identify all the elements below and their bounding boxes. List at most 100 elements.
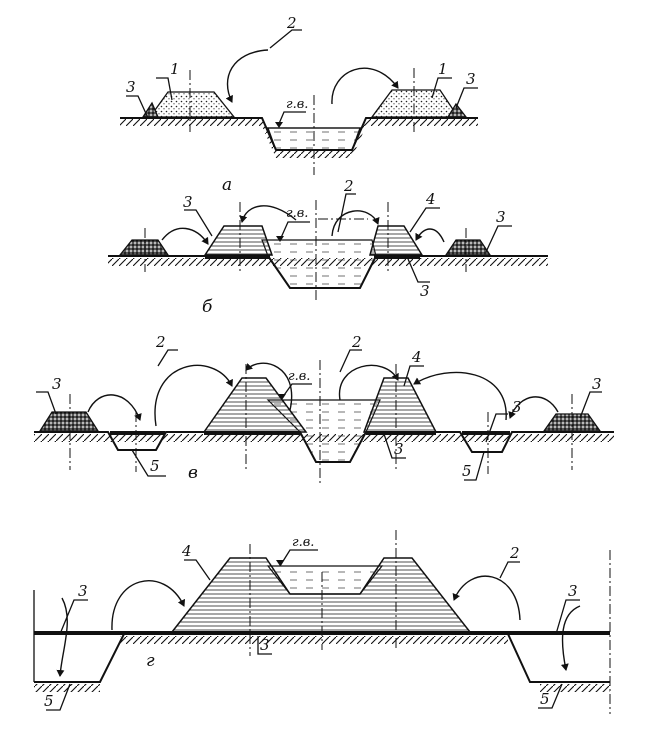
panel-g-leader-5-right [538,683,563,709]
panel-g-pit-right-hatch [540,684,610,692]
panel-v-label-4: 4 [411,348,422,366]
panel-g: г.в. 4 3 2 3 5 3 5 г [33,530,611,714]
panel-a-label-3-left: 3 [126,78,136,96]
panel-a-topsoil-left [141,101,159,118]
panel-g-arrow-1 [56,597,68,677]
panel-v-leader-2-right [339,349,362,373]
panel-v-label-3-bottom: 3 [394,440,404,458]
panel-v-label-2-right: 2 [351,333,362,351]
panel-b-caption: б [202,297,213,317]
panel-a-arrow-right [331,67,399,105]
panel-v-label-3-right: 3 [592,375,602,393]
panel-b-gv-triangle [276,236,284,242]
panel-a-leader-1-right [431,77,452,99]
panel-g-label-3-mid: 3 [260,636,270,654]
panel-v-arrow-1 [87,394,142,421]
panel-b-embankment-left [203,225,274,256]
panel-g-caption: г [146,651,155,671]
panel-b-leader-3-right [485,225,512,253]
panel-v-arrow-6 [508,396,559,419]
panel-g-leader-3-mid [257,636,272,655]
panel-g-arrow-3 [452,575,521,621]
panel-v-arrow-3 [245,362,293,411]
panel-g-label-2: 2 [509,544,520,562]
panel-v-gv-leader [281,383,312,399]
panel-v-leader-3-bottom [383,433,406,459]
panel-a-dump-right [370,89,460,118]
panel-v-embankment-right [362,377,438,433]
panel-a-label-gv: г.в. [286,97,308,112]
panel-g-gv-triangle [276,560,284,566]
panel-v-label-3-mid: 3 [512,398,522,416]
panel-b-leader-4 [409,207,440,233]
panel-g-leader-2 [499,561,520,579]
panel-a-label-1-left: 1 [170,60,180,78]
panel-g-leader-3-left [59,599,88,635]
panel-a-label-2: 2 [286,14,297,32]
panel-g-arrow-4 [560,605,581,671]
panel-v-leader-4 [403,365,424,387]
panel-g-leader-4 [184,559,211,581]
panel-v-topsoil-left [38,411,100,432]
panel-v-leader-3-right [579,391,602,419]
panel-v-label-gv: г.в. [288,369,310,384]
panel-a-gv-triangle [275,122,283,128]
panel-g-label-gv: г.в. [292,535,314,550]
panel-a-label-1-right: 1 [438,60,448,78]
panel-b-arrow-2 [239,205,297,223]
panel-v-gv-triangle [278,394,286,400]
panel-g-water [266,565,384,595]
panel-g-label-4: 4 [181,542,192,560]
panel-b-label-4: 4 [425,190,436,208]
panel-g-ground-hatch [120,636,508,644]
panel-v-label-2-left: 2 [155,333,166,351]
panel-a-caption: а [222,175,232,195]
panel-a-leader-3-right [455,87,478,109]
panel-b-arrow-1 [161,227,209,245]
panel-v-leader-3-mid [485,413,508,443]
panel-b-label-3-right: 3 [496,208,506,226]
panel-g-leader-5-left [46,683,71,711]
panel-g-gv-leader [279,549,318,567]
panel-b-arrow-3 [331,210,380,237]
panel-b-arrow-4 [415,228,445,243]
panel-g-label-5-left: 5 [44,692,54,710]
panel-g-leader-3-right [555,599,580,635]
panel-b-label-3-bottom: 3 [420,282,430,300]
panel-g-label-3-right: 3 [568,582,578,600]
panel-v-embankment-left [202,377,308,433]
panel-a-ground-hatch [120,119,478,158]
panel-a-topsoil-right [446,102,468,118]
panel-b-label-2: 2 [343,177,354,195]
panel-v-arrow-2 [154,364,233,427]
panel-g-label-5-right: 5 [540,690,550,708]
panel-v-arrow-4 [338,364,399,401]
panel-v-leader-5-right [464,451,485,481]
panel-b-leader-3-left [184,209,213,237]
panel-g-arrow-2 [111,580,186,631]
panel-b-label-3-left: 3 [183,193,193,211]
panel-a-leader-3-left [126,95,149,119]
panel-b-leader-2 [337,193,356,233]
panel-v-topsoil-right [542,413,602,432]
panel-v-label-3-left: 3 [52,375,62,393]
panel-v-leader-2-left [157,349,178,367]
panel-b-gv-leader [279,221,310,241]
panel-a-label-3-right: 3 [466,70,476,88]
panel-v-leader-3-left [36,391,57,415]
panel-v-caption: в [188,463,198,483]
panel-v-label-5-left: 5 [150,457,160,475]
panel-b-water [261,239,377,289]
panel-b-embankment-right [369,225,424,256]
panel-a-leader-2 [269,29,302,49]
panel-v-arrow-5 [413,371,507,421]
panel-v-leader-5-left [131,449,166,477]
panel-a-gv-leader [277,111,306,127]
panel-v: г.в. 3 2 2 4 3 3 5 3 5 в [34,333,614,486]
panel-g-pit-left-hatch [34,684,100,692]
panel-g-label-3-left: 3 [78,582,88,600]
panel-v-label-5-right: 5 [462,462,472,480]
panel-b-topsoil-right [444,239,492,256]
panel-b: г.в. 3 2 4 3 3 б [108,177,548,317]
